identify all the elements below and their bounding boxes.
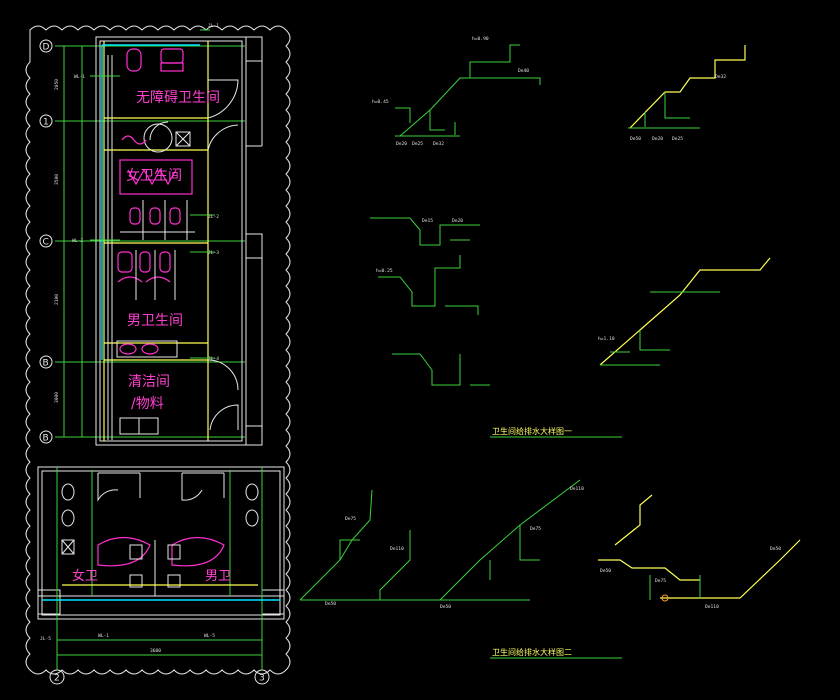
upper-pipes <box>90 29 215 360</box>
iso-label-a6: De20 <box>652 136 663 142</box>
iso-label-h1: h=0.45 <box>372 99 389 105</box>
axis-label-c: C <box>43 238 49 248</box>
iso-label-b3: De110 <box>390 546 404 552</box>
iso-label-a4: De40 <box>518 68 529 74</box>
pipe-tag-wl1: WL-1 <box>74 74 85 80</box>
caption-drainage: 卫生间给排水大样图二 <box>492 647 572 657</box>
iso-label-h3: h=0.25 <box>376 268 393 274</box>
iso-label-b1: De50 <box>325 601 336 607</box>
axis-label-3: 3 <box>259 674 265 684</box>
iso-label-a7: De25 <box>672 136 683 142</box>
fixtures-men <box>116 250 178 358</box>
iso-label-a10: De20 <box>452 218 463 224</box>
room-cleaning-2: /物料 <box>131 396 164 412</box>
pipe-tag-wl1b: WL-1 <box>98 633 109 639</box>
iso-label-b5: De75 <box>530 526 541 532</box>
iso-label-h2: h=0.90 <box>472 36 489 42</box>
fixtures-accessible <box>121 48 191 153</box>
iso-label-b7: De50 <box>600 568 611 574</box>
axis-label-b-half: B <box>43 359 49 369</box>
iso-label-b6: De110 <box>570 486 584 492</box>
iso-drain-2 <box>439 479 581 601</box>
iso-drain-3 <box>598 494 801 602</box>
iso-label-a1: De20 <box>396 141 407 147</box>
pipe-tag-jl5: JL-5 <box>40 636 51 642</box>
iso-supply-3 <box>370 217 480 246</box>
iso-supply-1 <box>395 44 541 137</box>
revision-cloud <box>25 25 291 675</box>
iso-label-a2: De25 <box>412 141 423 147</box>
pipe-tag-jl4: JL-4 <box>208 356 219 362</box>
caption-supply: 卫生间给排水大样图一 <box>492 426 572 436</box>
lower-fixtures <box>42 470 280 601</box>
door-swings <box>149 79 239 431</box>
dim-text-4: 3000 <box>54 392 60 403</box>
iso-label-a9: De15 <box>422 218 433 224</box>
iso-label-a8: De32 <box>715 74 726 80</box>
dim-text-2: 3500 <box>54 174 60 185</box>
pipe-tag-wl2: WL-2 <box>72 238 83 244</box>
axis-bubbles-upper <box>39 39 53 444</box>
iso-supply-4 <box>378 255 479 315</box>
axis-label-d: D <box>43 43 50 53</box>
upper-plan-grid <box>55 45 245 438</box>
room-lower-women: 女卫 <box>72 568 98 584</box>
fixtures-cleaning <box>119 417 159 435</box>
iso-label-b4: De50 <box>440 604 451 610</box>
room-men: 男卫生间 <box>127 313 183 329</box>
pipe-tag-jl3: JL-3 <box>208 250 219 256</box>
iso-label-b2: De75 <box>345 516 356 522</box>
pipe-tag-jl2: JL-2 <box>208 214 219 220</box>
iso-label-b8: De75 <box>655 578 666 584</box>
room-cleaning-1: 清洁间 <box>128 374 170 390</box>
room-accessible: 无障碍卫生间 <box>136 90 220 106</box>
iso-label-b9: De110 <box>705 604 719 610</box>
dim-text-1: 2050 <box>54 79 60 90</box>
fixtures-women <box>119 159 195 240</box>
iso-drain-1 <box>299 489 460 601</box>
axis-label-1: 1 <box>43 118 49 128</box>
iso-label-a5: De50 <box>630 136 641 142</box>
upper-plan-walls <box>95 36 263 446</box>
axis-label-2: 2 <box>54 674 60 684</box>
lower-plan-walls <box>37 466 285 660</box>
iso-supply-5 <box>599 257 771 366</box>
iso-supply-2 <box>628 45 746 129</box>
iso-supply-6 <box>392 353 490 386</box>
iso-label-a3: De32 <box>433 141 444 147</box>
axis-label-b: B <box>43 434 49 444</box>
dim-text-5: 3600 <box>150 648 161 654</box>
dim-text-3: 2100 <box>54 294 60 305</box>
pipe-tag-wl5: WL-5 <box>204 633 215 639</box>
iso-label-b10: De50 <box>770 546 781 552</box>
room-lower-men: 男卫 <box>205 569 231 584</box>
room-women: 女卫生间 <box>126 167 182 184</box>
pipe-tag-jl1: JL-1 <box>208 23 219 29</box>
iso-label-h4: h=1.10 <box>598 336 615 342</box>
